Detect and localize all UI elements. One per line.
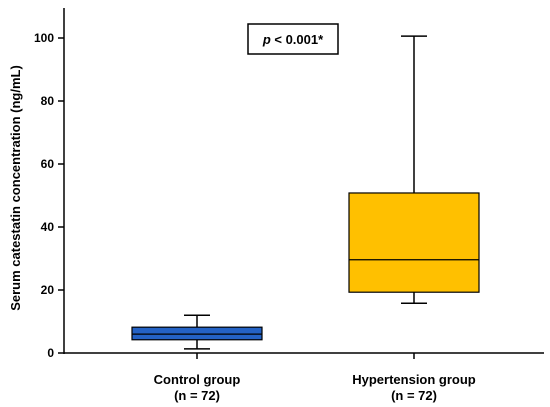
x-category-label: Control group [154, 372, 241, 387]
p-value-box [247, 23, 339, 55]
box-iqr [131, 326, 263, 341]
p-value-text: p < 0.001* [262, 32, 324, 47]
box-1 [348, 35, 480, 304]
y-tick-label: 60 [41, 157, 55, 171]
box-0 [131, 314, 263, 350]
box-iqr [348, 192, 480, 293]
y-axis-title: Serum catestatin concentration (ng/mL) [8, 65, 23, 311]
p-value-annotation: p < 0.001* [247, 23, 339, 55]
y-tick-label: 100 [34, 31, 54, 45]
box-marks [131, 35, 480, 350]
x-category-label: Hypertension group [352, 372, 476, 387]
y-tick-label: 40 [41, 220, 55, 234]
x-category-sublabel: (n = 72) [174, 388, 220, 403]
x-category-sublabel: (n = 72) [391, 388, 437, 403]
y-tick-label: 0 [47, 346, 54, 360]
y-tick-label: 80 [41, 94, 55, 108]
y-tick-label: 20 [41, 283, 55, 297]
